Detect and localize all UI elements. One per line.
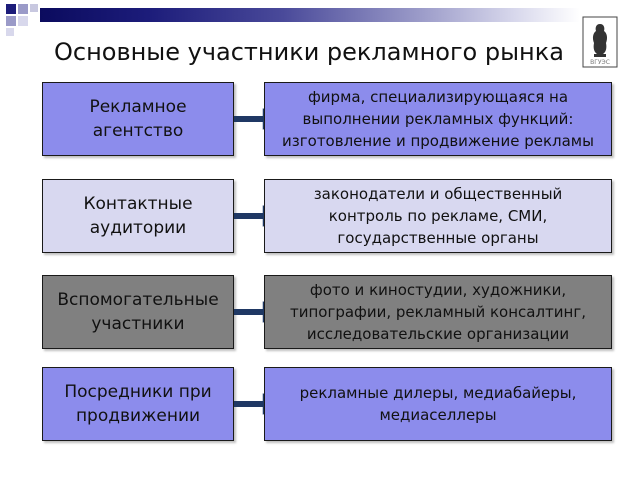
participant-box-promotion-intermediaries: Посредники при продвижении [42, 367, 234, 441]
participant-box-auxiliary: Вспомогательные участники [42, 275, 234, 349]
page-title: Основные участники рекламного рынка [54, 38, 564, 66]
decor-square [6, 4, 16, 14]
description-box-promotion-intermediaries: рекламные дилеры, медиабайеры, медиаселл… [264, 367, 612, 441]
decor-square [18, 4, 28, 14]
decor-square [6, 16, 16, 26]
participant-label: Контактные аудитории [83, 194, 193, 238]
description-box-auxiliary: фото и киностудии, художники, типографии… [264, 275, 612, 349]
description-text: законодатели и общественный контроль по … [313, 185, 563, 247]
decor-square [6, 28, 14, 36]
description-box-contact-audiences: законодатели и общественный контроль по … [264, 179, 612, 253]
participant-label: Рекламное агентство [89, 97, 187, 141]
svg-text:ВГУЭС: ВГУЭС [590, 59, 610, 66]
participant-label: Вспомогательные участники [57, 290, 219, 334]
decor-square [18, 16, 28, 26]
participant-box-advertising-agency: Рекламное агентство [42, 82, 234, 156]
university-logo: ВГУЭС [582, 16, 618, 68]
decor-square [30, 4, 38, 12]
description-text: фото и киностудии, художники, типографии… [289, 281, 586, 343]
participant-box-contact-audiences: Контактные аудитории [42, 179, 234, 253]
description-text: фирма, специализирующаяся на выполнении … [282, 88, 594, 150]
description-box-advertising-agency: фирма, специализирующаяся на выполнении … [264, 82, 612, 156]
header-band [0, 0, 640, 36]
participant-label: Посредники при продвижении [64, 382, 212, 426]
header-gradient-bar [40, 8, 580, 22]
description-text: рекламные дилеры, медиабайеры, медиаселл… [299, 384, 577, 424]
